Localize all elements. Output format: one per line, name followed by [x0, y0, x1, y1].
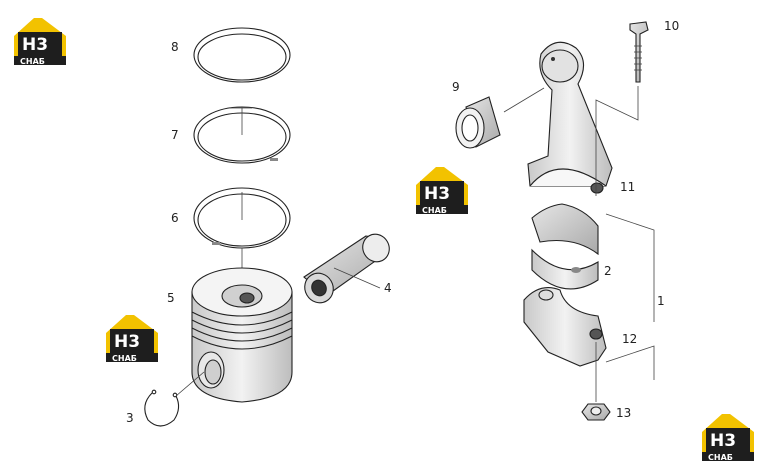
snab-logo-watermark: H3 СНАБ — [414, 165, 470, 215]
part-number-11: 11 — [620, 180, 635, 194]
snab-logo-watermark: H3 СНАБ — [12, 16, 68, 66]
piston-pin-bushing-9 — [455, 96, 501, 149]
svg-text:H3: H3 — [22, 35, 48, 55]
snab-logo-watermark: H3 СНАБ — [700, 412, 756, 462]
svg-text:СНАБ: СНАБ — [708, 453, 733, 462]
part-number-12: 12 — [622, 332, 637, 346]
part-number-4: 4 — [384, 281, 392, 295]
svg-text:СНАБ: СНАБ — [112, 354, 137, 363]
bolt-path-line — [595, 86, 639, 196]
part-number-9: 9 — [452, 80, 460, 94]
snab-logo-watermark: H3 СНАБ — [104, 313, 160, 363]
connecting-rod — [527, 41, 613, 194]
svg-text:СНАБ: СНАБ — [422, 206, 447, 215]
leader-line — [175, 371, 205, 397]
svg-text:H3: H3 — [710, 431, 736, 451]
piston-ring-8 — [193, 27, 291, 83]
part-number-1: 1 — [657, 294, 665, 308]
part-number-8: 8 — [171, 40, 179, 54]
bearing-shell-2 — [531, 203, 599, 290]
snap-ring-3 — [144, 389, 180, 427]
part-number-13: 13 — [616, 406, 631, 420]
leader-line — [503, 87, 545, 113]
part-number-3: 3 — [126, 411, 134, 425]
leader-line — [333, 267, 381, 289]
bracket-line — [605, 213, 655, 380]
piston-5 — [191, 267, 293, 403]
svg-text:H3: H3 — [114, 332, 140, 352]
rod-nut-13 — [581, 403, 611, 421]
svg-text:СНАБ: СНАБ — [20, 57, 45, 66]
svg-text:H3: H3 — [424, 184, 450, 204]
part-number-2: 2 — [604, 264, 612, 278]
piston-pin-4 — [303, 233, 390, 304]
part-number-5: 5 — [167, 291, 175, 305]
part-number-6: 6 — [171, 211, 179, 225]
part-number-7: 7 — [171, 128, 179, 142]
rod-bolt-10 — [629, 21, 649, 83]
connecting-rod-cap — [523, 287, 607, 367]
part-number-10: 10 — [664, 19, 679, 33]
